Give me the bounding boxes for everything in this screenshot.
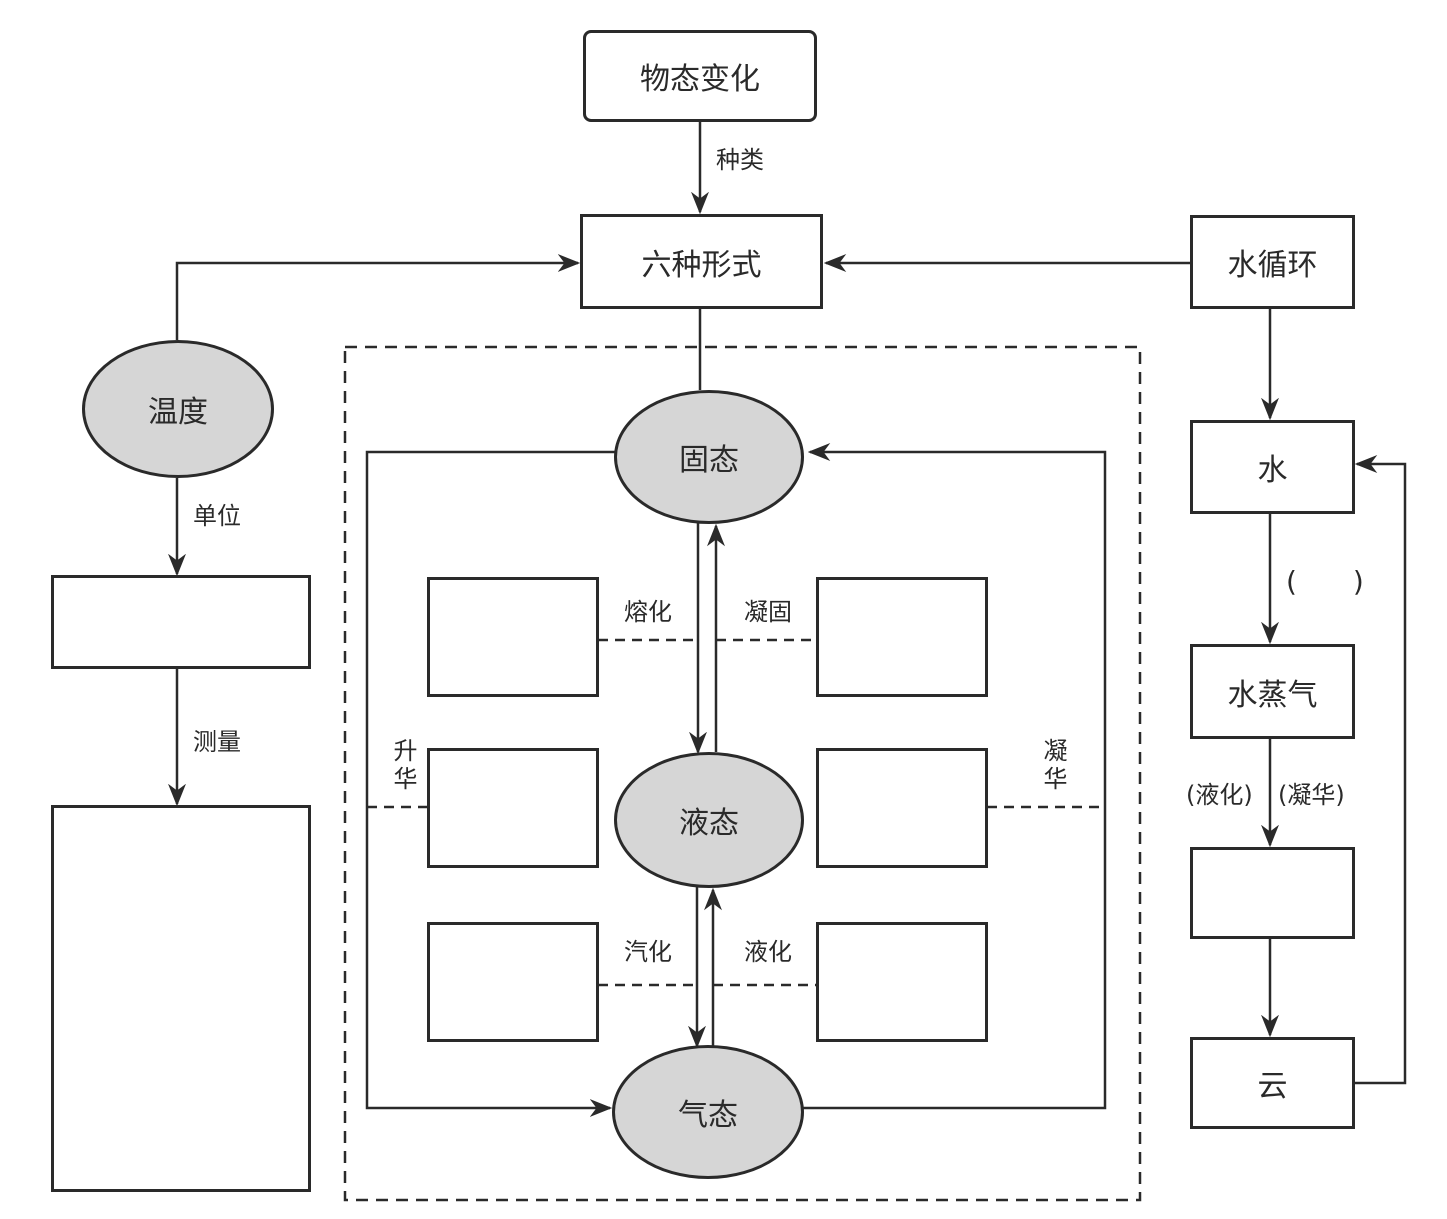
liquefaction-blank-box [816,922,988,1042]
melting-blank-box [427,577,599,697]
unit-blank-box [51,575,311,669]
node-six-forms: 六种形式 [580,214,823,309]
edge-temperature-six-forms [175,254,581,340]
node-water: 水 [1190,420,1355,514]
node-liquid: 液态 [614,752,804,888]
node-cloud-label: 云 [1257,1069,1288,1104]
label-melting: 熔化 [624,598,672,626]
node-solid: 固态 [614,390,804,524]
label-liquefaction: 液化 [744,938,792,966]
node-liquid-label: 液态 [679,806,739,841]
node-root: 物态变化 [583,30,817,122]
node-water-label: 水 [1257,453,1288,488]
label-vapor-liquefy: (液化) [1186,781,1253,809]
label-unit: 单位 [193,502,241,530]
label-solidification: 凝固 [744,598,792,626]
deposition-blank-box [816,748,988,868]
node-root-label: 物态变化 [640,62,760,97]
node-vapor-label: 水蒸气 [1227,677,1318,713]
label-deposition: 凝华 [1039,738,1067,794]
label-water-to-vapor-blank: ( ) [1286,565,1364,598]
measure-blank-box [51,805,311,1192]
label-kinds: 种类 [716,146,764,174]
water-cycle-blank-box [1190,847,1355,939]
sublimation-blank-box [427,748,599,868]
vaporization-blank-box [427,922,599,1042]
node-gas: 气态 [612,1045,804,1179]
node-solid-label: 固态 [679,443,739,478]
label-sublimation: 升华 [389,738,417,794]
node-gas-label: 气态 [678,1098,738,1133]
node-temperature-label: 温度 [148,395,208,430]
node-water-cycle: 水循环 [1190,215,1355,309]
node-water-cycle-label: 水循环 [1227,248,1318,283]
node-cloud: 云 [1190,1037,1355,1129]
label-measure: 测量 [193,728,241,756]
edge-gas-solid [803,443,1107,1110]
edge-cloud-water [1354,455,1407,1085]
node-temperature: 温度 [82,340,274,478]
solidification-blank-box [816,577,988,697]
node-vapor: 水蒸气 [1190,644,1355,739]
node-six-forms-label: 六种形式 [641,247,762,283]
states-dashed-frame [343,345,1142,1202]
label-vapor-deposit: (凝华) [1278,781,1345,809]
edge-solid-gas [365,450,616,1117]
label-vaporization: 汽化 [624,938,672,966]
